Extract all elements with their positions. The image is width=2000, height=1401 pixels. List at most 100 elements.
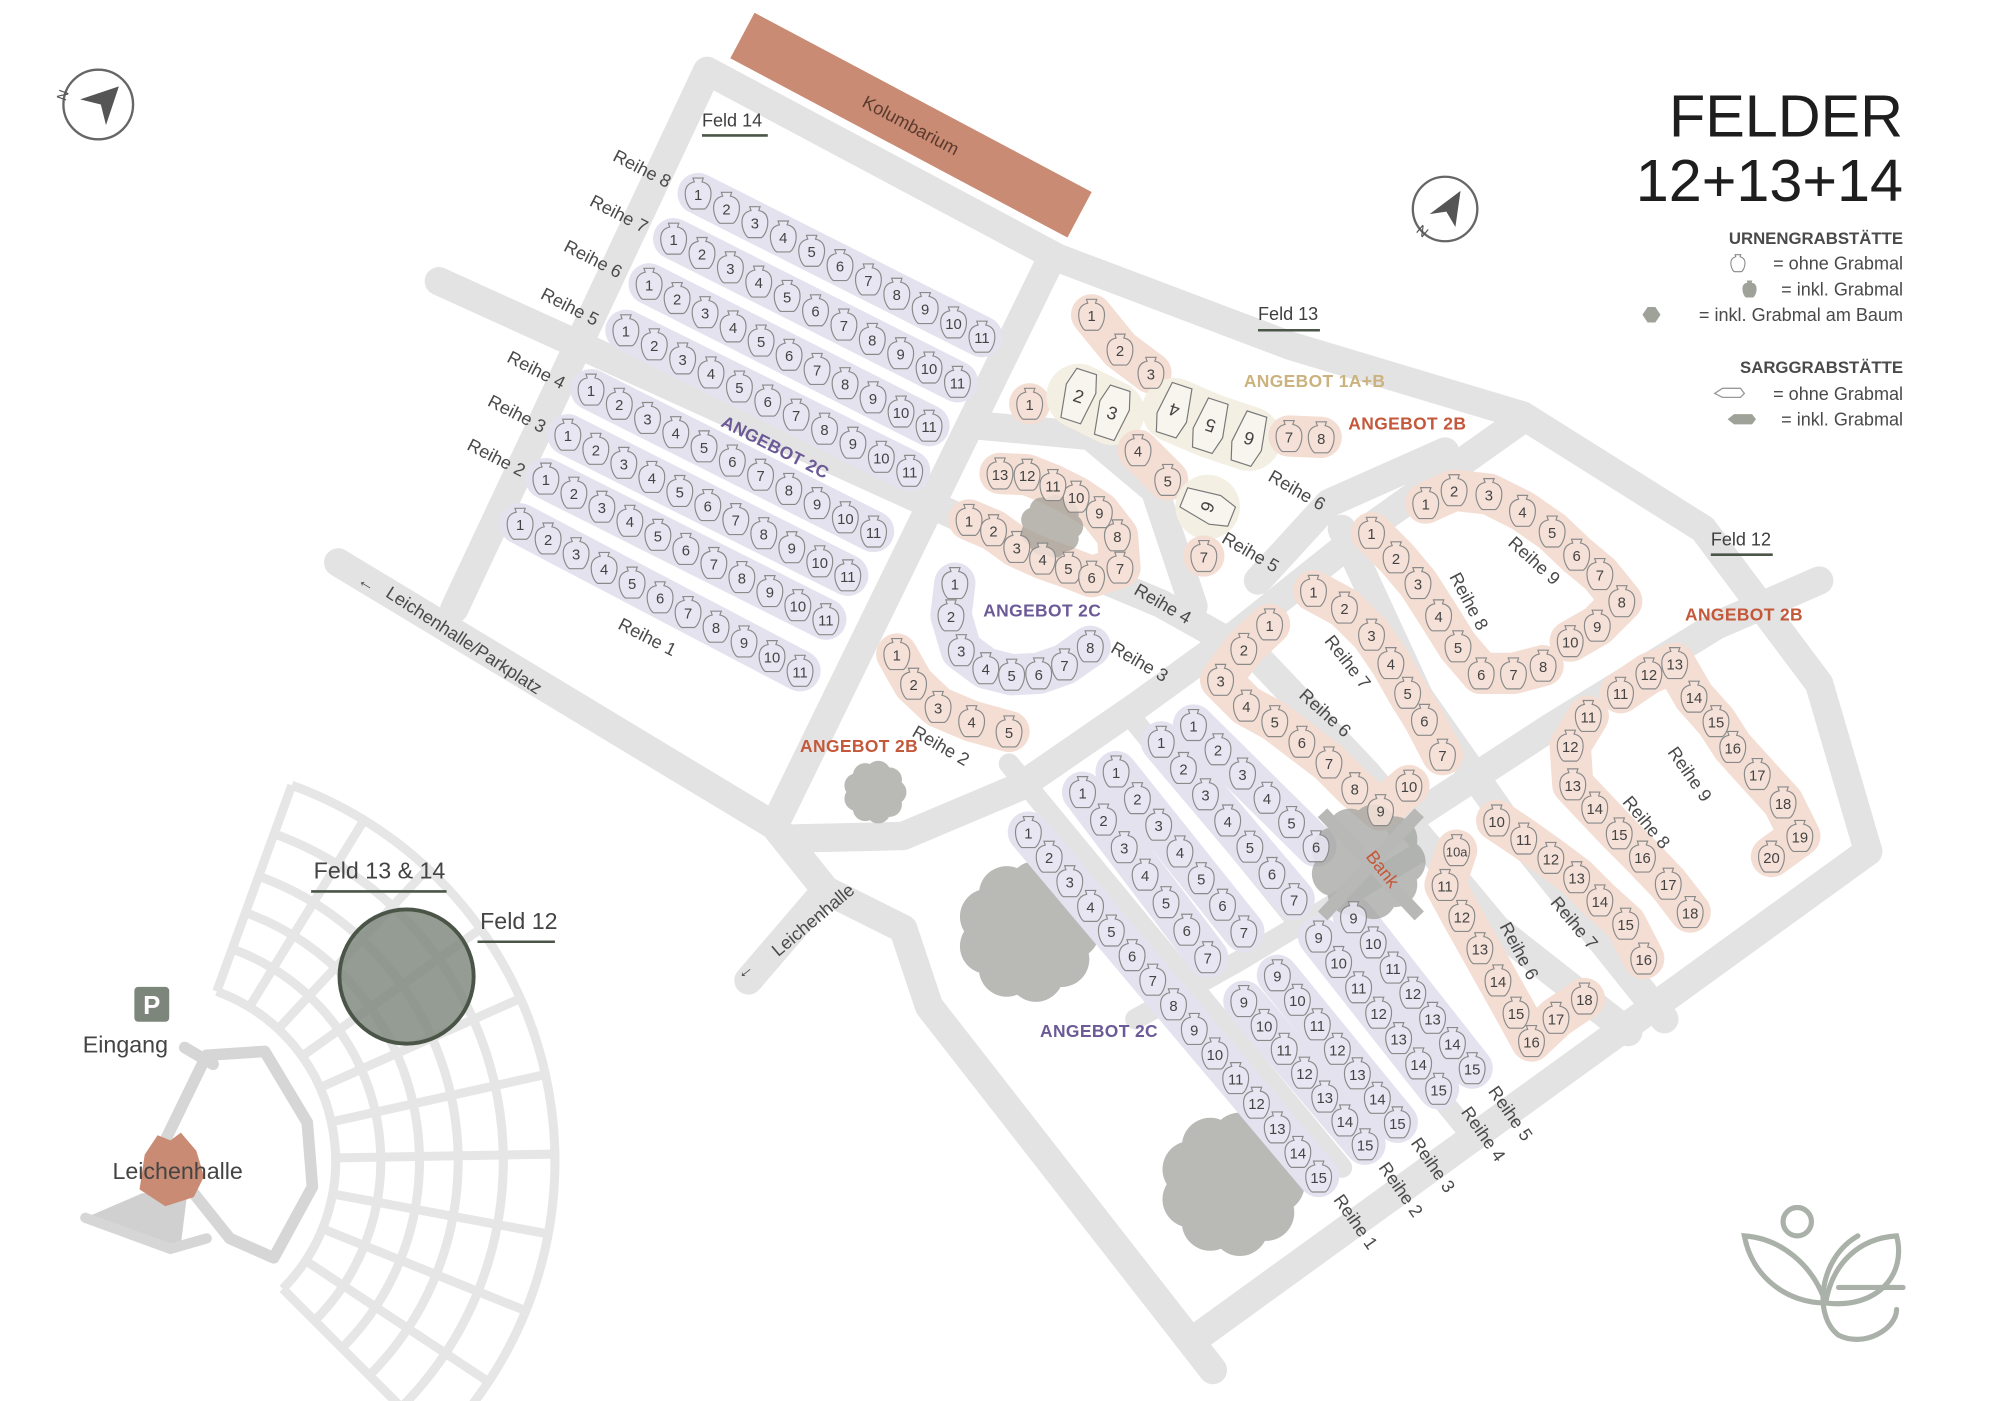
urn-grave[interactable]: 8	[1608, 585, 1636, 618]
urn-grave[interactable]: 3	[634, 401, 662, 435]
urn-grave[interactable]: 17	[1743, 757, 1771, 791]
urn-grave[interactable]: 5	[998, 658, 1026, 691]
urn-grave[interactable]: 1	[660, 222, 688, 255]
urn-grave[interactable]: 10	[1062, 480, 1090, 513]
urn-grave[interactable]: 11	[968, 320, 996, 353]
urn-grave[interactable]: 2	[1169, 751, 1197, 785]
urn-grave[interactable]: 4	[697, 356, 725, 389]
urn-grave[interactable]: 2	[900, 667, 928, 700]
urn-grave[interactable]: 7	[700, 546, 728, 580]
urn-grave[interactable]: 7	[722, 503, 750, 536]
urn-grave[interactable]: 5	[1154, 463, 1182, 496]
urn-grave[interactable]: 5	[1054, 551, 1082, 584]
urn-grave[interactable]: 2	[582, 432, 610, 465]
urn-grave[interactable]: 3	[1229, 757, 1257, 790]
urn-grave[interactable]: 11	[1607, 676, 1634, 709]
urn-grave[interactable]: 2	[560, 476, 588, 509]
urn-grave[interactable]: 8	[831, 367, 859, 400]
urn-grave[interactable]: 3	[947, 634, 975, 667]
urn-grave[interactable]: 8	[1076, 630, 1104, 663]
urn-grave[interactable]: 4	[662, 416, 690, 449]
urn-grave[interactable]: 10	[831, 501, 859, 534]
urn-grave[interactable]: 15	[1351, 1128, 1379, 1161]
urn-grave[interactable]: 9	[1583, 609, 1611, 642]
urn-grave[interactable]: 4	[745, 265, 773, 298]
urn-grave[interactable]: 9	[911, 292, 939, 325]
urn-grave[interactable]: 3	[741, 206, 769, 239]
urn-grave[interactable]: 11	[1039, 468, 1067, 502]
urn-grave[interactable]: 9	[1230, 985, 1258, 1018]
urn-grave[interactable]: 4	[1166, 835, 1194, 868]
urn-grave[interactable]: 3	[610, 446, 638, 479]
urn-grave[interactable]: 7	[854, 263, 882, 296]
urn-grave[interactable]: 11	[860, 515, 888, 548]
urn-grave[interactable]: 7	[1051, 648, 1078, 681]
urn-grave[interactable]: 8	[775, 472, 803, 505]
urn-grave[interactable]: 1	[1358, 516, 1386, 549]
urn-grave[interactable]: 10	[867, 440, 895, 473]
urn-grave[interactable]: 7	[674, 595, 702, 629]
urn-grave[interactable]: 2	[1230, 632, 1258, 665]
urn-grave[interactable]: 17	[1542, 1001, 1570, 1034]
urn-grave[interactable]: 13	[1419, 1001, 1447, 1034]
urn-grave[interactable]: 11	[896, 454, 924, 487]
urn-grave[interactable]: 9	[887, 337, 915, 370]
urn-grave[interactable]: 13	[1385, 1022, 1413, 1055]
urn-grave[interactable]: 5	[666, 474, 694, 508]
urn-grave[interactable]: 10	[1325, 945, 1353, 979]
urn-grave[interactable]: 2	[534, 522, 562, 555]
urn-grave[interactable]: 9	[730, 625, 758, 658]
coffin-grave[interactable]: 4	[1151, 381, 1196, 440]
coffin-grave[interactable]: 6	[1178, 483, 1237, 531]
urn-grave[interactable]: 6	[1173, 913, 1201, 946]
coffin-grave[interactable]: 5	[1188, 396, 1233, 455]
urn-grave[interactable]: 11	[915, 409, 943, 442]
urn-grave[interactable]: 4	[638, 460, 666, 493]
urn-grave[interactable]: 1	[577, 373, 605, 406]
urn-grave[interactable]: 15	[1305, 1160, 1333, 1193]
urn-grave[interactable]: 2	[1106, 333, 1134, 366]
urn-grave[interactable]: 6	[1467, 657, 1495, 690]
urn-grave[interactable]: 3	[1056, 865, 1084, 898]
urn-grave[interactable]: 6	[646, 581, 674, 614]
urn-grave[interactable]: 5	[1152, 886, 1180, 919]
urn-grave[interactable]: 7	[782, 398, 810, 431]
urn-grave[interactable]: 7	[803, 352, 831, 386]
urn-grave[interactable]: 4	[616, 504, 644, 537]
urn-grave[interactable]: 10	[915, 351, 943, 384]
urn-grave[interactable]: 1	[1147, 725, 1175, 758]
urn-grave[interactable]: 13	[1311, 1080, 1339, 1113]
urn-grave[interactable]: 12	[1537, 841, 1565, 874]
urn-grave[interactable]: 12	[1242, 1086, 1270, 1119]
urn-grave[interactable]: 13	[1563, 861, 1591, 894]
urn-grave[interactable]: 4	[719, 310, 747, 343]
urn-grave[interactable]: 10	[1556, 625, 1584, 658]
coffin-grave[interactable]: 2	[1056, 367, 1101, 426]
urn-grave[interactable]: 15	[1383, 1106, 1411, 1139]
urn-grave[interactable]: 15	[1612, 907, 1640, 940]
urn-grave[interactable]: 1	[612, 314, 640, 347]
urn-grave[interactable]: 9	[1263, 959, 1291, 992]
urn-grave[interactable]: 11	[1270, 1032, 1298, 1065]
urn-grave[interactable]: 5	[1097, 914, 1125, 947]
urn-grave[interactable]: 4	[1077, 889, 1105, 922]
urn-grave[interactable]: 2	[1035, 840, 1063, 873]
urn-grave[interactable]: 2	[1382, 541, 1410, 574]
urn-grave[interactable]: 3	[1003, 530, 1031, 564]
urn-grave[interactable]: 12	[1290, 1056, 1318, 1089]
urn-grave[interactable]: 14	[1680, 680, 1708, 713]
urn-grave[interactable]: 12	[1399, 976, 1427, 1009]
urn-grave[interactable]: 13	[1466, 932, 1494, 965]
urn-grave[interactable]: 5	[690, 430, 718, 463]
urn-grave[interactable]: 9	[1180, 1012, 1208, 1046]
urn-grave[interactable]: 16	[1518, 1025, 1545, 1058]
urn-grave[interactable]: 4	[590, 551, 618, 584]
urn-grave[interactable]: 10a	[1443, 834, 1471, 867]
urn-grave[interactable]: 12	[1013, 458, 1041, 491]
urn-grave[interactable]: 10	[784, 589, 812, 622]
urn-grave[interactable]: 10	[758, 640, 786, 673]
urn-grave[interactable]: 6	[802, 294, 830, 327]
urn-grave[interactable]: 9	[859, 381, 887, 414]
urn-grave[interactable]: 3	[1358, 618, 1386, 651]
urn-grave[interactable]: 11	[1510, 822, 1538, 855]
